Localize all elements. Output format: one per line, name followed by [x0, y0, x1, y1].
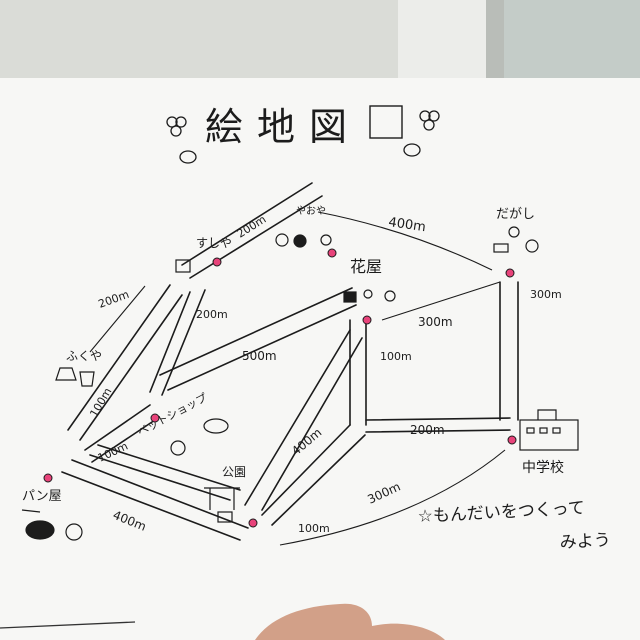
candy-icon — [493, 226, 539, 253]
dist-flower-down: 100m — [380, 350, 412, 363]
task-line-2: みよう — [559, 530, 611, 553]
wall-left — [0, 0, 420, 90]
pin-sushi — [212, 257, 222, 267]
label-park: 公園 — [222, 465, 246, 479]
title-box — [369, 105, 403, 139]
pin-bakery — [43, 473, 53, 483]
dist-candy-school: 300m — [530, 288, 562, 301]
arrow-flower-candy — [381, 281, 501, 321]
bread-icon — [21, 509, 83, 541]
roads — [61, 182, 519, 541]
paper-sheet — [0, 78, 640, 640]
road-pet-park — [89, 444, 241, 501]
hand — [255, 603, 445, 640]
road-sushi-bakery — [67, 284, 183, 441]
page-title: 絵地図 — [205, 105, 361, 149]
park-icon — [204, 487, 240, 523]
road-sushi-pet — [149, 289, 206, 396]
flower-icon — [343, 289, 396, 303]
wall-right — [504, 0, 640, 90]
door-edge — [486, 0, 504, 90]
road-flower-pet — [159, 287, 357, 391]
clothes-icon — [55, 367, 95, 387]
arrow-veg-candy — [317, 211, 493, 271]
pin-candy — [505, 268, 515, 278]
dist-sushi-flower: 200m — [196, 308, 228, 321]
label-bakery: パン屋 — [22, 489, 62, 504]
label-candy: だがし — [496, 207, 535, 222]
road-flower-school — [365, 417, 511, 433]
label-sushi: すしや — [196, 236, 232, 250]
road-sushi-top — [181, 182, 323, 279]
dist-veg-candy: 400m — [387, 215, 426, 235]
pin-vegetable — [327, 248, 337, 258]
pet-icon — [170, 418, 229, 456]
arrow-sushi-clothes — [89, 285, 146, 353]
label-school: 中学校 — [522, 459, 564, 476]
arrow-park-school — [279, 449, 506, 546]
dist-flower-school: 200m — [410, 423, 445, 437]
pin-pet — [150, 413, 160, 423]
vegetable-icon — [275, 233, 332, 248]
paper-bottom-line — [0, 621, 136, 629]
road-pet-bakery — [84, 404, 159, 463]
clover-icon — [166, 110, 440, 164]
dist-flower-candy: 300m — [418, 315, 453, 329]
doodle-icons — [21, 226, 579, 541]
road-flower-down — [349, 317, 367, 426]
door-frame — [398, 0, 498, 90]
pin-park — [248, 518, 258, 528]
road-park-flower — [244, 329, 363, 511]
sushi-icon — [175, 259, 191, 273]
distance-arrows — [89, 211, 506, 546]
location-pins — [43, 248, 517, 528]
title-group: 絵地図 — [166, 105, 440, 164]
road-candy-school — [499, 281, 519, 421]
road-bakery-park — [61, 459, 249, 541]
road-park-right — [261, 424, 366, 526]
school-icon — [519, 409, 579, 451]
dist-flower-pet: 500m — [242, 349, 277, 363]
label-flower: 花屋 — [350, 257, 382, 276]
pin-school — [507, 435, 517, 445]
label-vegetable: やおや — [296, 205, 326, 217]
label-clothes: ふくや — [66, 349, 102, 363]
dist-park-right: 100m — [298, 522, 330, 535]
pin-flower — [362, 315, 372, 325]
